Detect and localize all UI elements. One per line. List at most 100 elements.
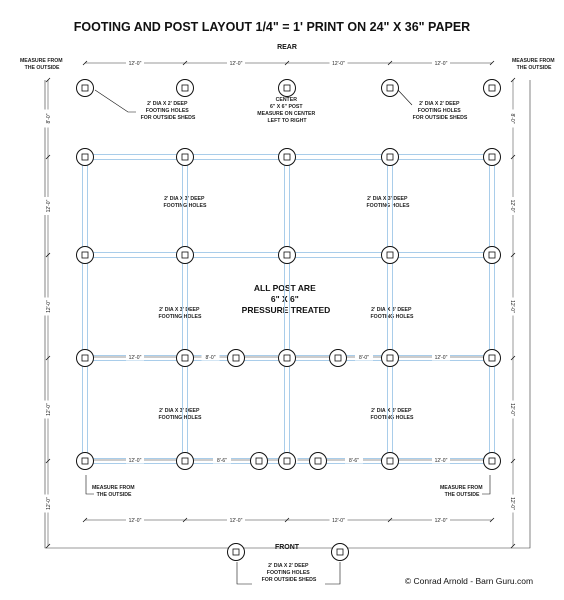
- dim-right-label-bg: [509, 109, 517, 128]
- dim-top-tick: [182, 60, 188, 66]
- dim-left-label-bg: [44, 400, 52, 419]
- footing-label-1: 2' DIA X 3' DEEP FOOTING HOLES: [164, 196, 207, 209]
- dim-right-tick: [510, 543, 516, 549]
- leader-shed-left: [94, 89, 136, 113]
- dim-right-label-bg: [509, 197, 517, 215]
- post-spec-note: ALL POST ARE 6" X 6" PRESSURE TREATED: [242, 283, 331, 315]
- post-square: [81, 153, 89, 161]
- dim-right-label: 12'-0": [509, 403, 515, 416]
- dim-row5-label: 8'-6": [349, 458, 359, 464]
- dim-row4-label: 8'-0": [206, 355, 216, 361]
- post-square: [81, 84, 89, 92]
- dim-top-label: 12'-0": [332, 61, 345, 67]
- dim-bottom-label: 12'-0": [129, 518, 142, 524]
- footing-label-2: 2' DIA X 3' DEEP FOOTING HOLES: [367, 196, 410, 209]
- dim-right-label: 8'-0": [509, 114, 515, 124]
- dim-top-tick: [82, 60, 88, 66]
- dim-right-label-bg: [509, 400, 517, 419]
- dim-left-label: 12'-0": [46, 300, 52, 313]
- footing-label-3: 2' DIA X 3' DEEP FOOTING HOLES: [159, 307, 202, 320]
- dim-top-label: 12'-0": [435, 61, 448, 67]
- dim-row5-label-bg: [432, 456, 450, 464]
- dim-right-label: 12'-0": [509, 300, 515, 313]
- dim-row4-label: 12'-0": [129, 355, 142, 361]
- dim-right-label: 12'-0": [509, 200, 515, 213]
- dim-left-label-bg: [44, 197, 52, 215]
- post-square: [488, 354, 496, 362]
- dim-top-label: 12'-0": [129, 61, 142, 67]
- dim-row5-label: 8'-6": [217, 458, 227, 464]
- dim-top-label: 12'-0": [230, 61, 243, 67]
- post-square: [232, 548, 240, 556]
- dim-row5-label: 12'-0": [129, 458, 142, 464]
- dim-row4-label-bg: [201, 353, 220, 361]
- dim-top-tick: [489, 60, 495, 66]
- dim-right-tick: [510, 77, 516, 83]
- dim-right-label: 12'-0": [509, 497, 515, 510]
- post-square: [283, 354, 291, 362]
- dim-bottom-tick: [284, 517, 290, 523]
- measure-note-top-right: MEASURE FROM THE OUTSIDE: [512, 58, 556, 71]
- measure-note-bottom-left: MEASURE FROM THE OUTSIDE: [92, 485, 136, 498]
- dim-bottom-label: 12'-0": [332, 518, 345, 524]
- leader-bottom-right: [482, 475, 491, 495]
- dim-row4-label: 12'-0": [435, 355, 448, 361]
- dim-right-tick: [510, 252, 516, 258]
- dim-right-tick: [510, 154, 516, 160]
- copyright-text: © Conrad Arnold - Barn Guru.com: [405, 576, 533, 586]
- dim-bottom-label-bg: [329, 516, 348, 524]
- dim-left-label-bg: [44, 297, 52, 316]
- post-square: [283, 251, 291, 259]
- dim-right-tick: [510, 355, 516, 361]
- dim-left-tick: [45, 543, 51, 549]
- post-square: [314, 457, 322, 465]
- dim-left-label-bg: [44, 494, 52, 513]
- dim-row5-label: 12'-0": [435, 458, 448, 464]
- dim-left-label: 12'-0": [46, 199, 52, 212]
- dim-left-label: 8'-0": [46, 113, 52, 123]
- measure-note-bottom-right: MEASURE FROM THE OUTSIDE: [440, 485, 484, 498]
- dim-top-label-bg: [227, 59, 245, 67]
- post-square: [386, 251, 394, 259]
- callout-shed-front: 2' DIA X 2' DEEP FOOTING HOLES FOR OUTSI…: [262, 563, 317, 583]
- dim-row4-label-bg: [126, 353, 144, 361]
- post-square: [181, 84, 189, 92]
- post-square: [81, 354, 89, 362]
- dim-bottom-label: 12'-0": [435, 518, 448, 524]
- post-square: [255, 457, 263, 465]
- dim-top-label-bg: [432, 59, 450, 67]
- leader-shed-right: [397, 89, 413, 106]
- dim-left-tick: [45, 252, 51, 258]
- dim-right-tick: [510, 458, 516, 464]
- post-square: [386, 84, 394, 92]
- dim-left-tick: [45, 77, 51, 83]
- dim-bottom-label-bg: [227, 516, 245, 524]
- dim-row5-label-bg: [345, 456, 363, 464]
- drawing-title: FOOTING AND POST LAYOUT 1/4" = 1' PRINT …: [74, 20, 470, 34]
- post-square: [386, 457, 394, 465]
- post-square: [181, 251, 189, 259]
- dim-top-label-bg: [126, 59, 144, 67]
- post-square: [336, 548, 344, 556]
- post-square: [181, 153, 189, 161]
- dim-top-label-bg: [329, 59, 348, 67]
- front-label: FRONT: [275, 544, 300, 551]
- dim-bottom-label-bg: [126, 516, 144, 524]
- dim-right-label-bg: [509, 494, 517, 513]
- dim-left-tick: [45, 458, 51, 464]
- beam-grid: [82, 154, 495, 464]
- post-square: [386, 354, 394, 362]
- dim-bottom-tick: [182, 517, 188, 523]
- dim-row5-label-bg: [213, 456, 231, 464]
- callout-shed-right: 2' DIA X 2' DEEP FOOTING HOLES FOR OUTSI…: [413, 101, 468, 121]
- post-square: [181, 354, 189, 362]
- post-square: [81, 251, 89, 259]
- dim-row4-label: 8'-0": [359, 355, 369, 361]
- callout-shed-left: 2' DIA X 2' DEEP FOOTING HOLES FOR OUTSI…: [141, 101, 196, 121]
- dim-top-tick: [284, 60, 290, 66]
- footing-label-5: 2' DIA X 3' DEEP FOOTING HOLES: [159, 408, 202, 421]
- dim-bottom-label-bg: [432, 516, 450, 524]
- dim-bottom-tick: [387, 517, 393, 523]
- post-square: [283, 457, 291, 465]
